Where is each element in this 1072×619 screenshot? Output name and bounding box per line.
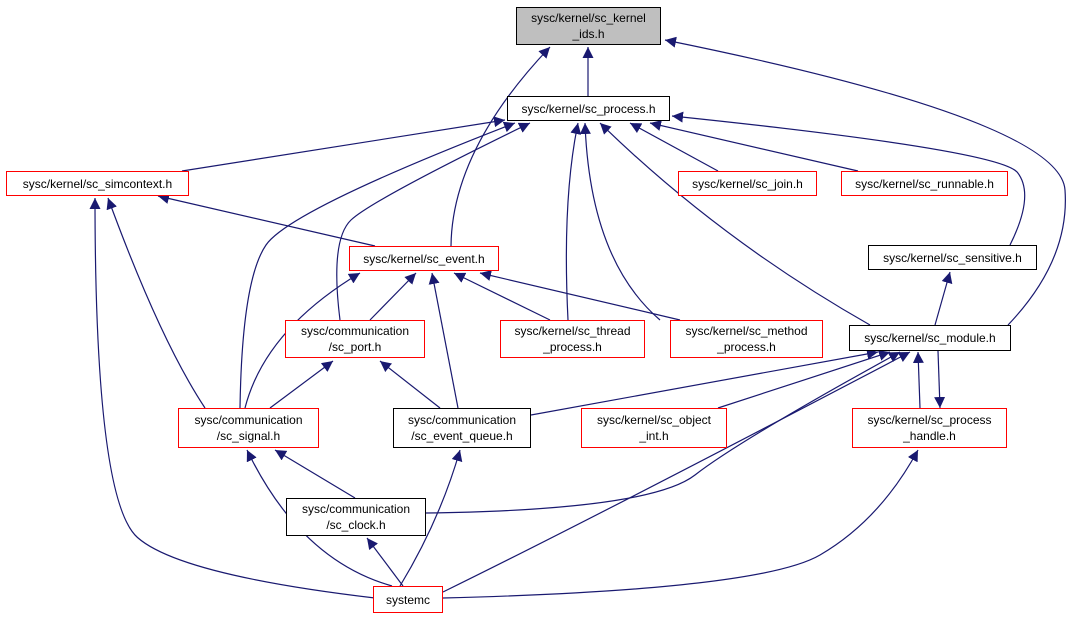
node-systemc[interactable]: systemc [373,586,443,613]
edge-systemc-to-processhandle [442,449,919,599]
edge-processhandle-to-module [912,351,924,409]
edge-clock-to-signal [274,449,356,499]
node-sc-thread-process[interactable]: sysc/kernel/sc_thread _process.h [500,320,645,358]
edge-sensitive-to-process [671,111,1026,246]
edge-join-to-process [629,122,719,172]
edge-runnable-to-process [649,120,859,172]
node-sc-join[interactable]: sysc/kernel/sc_join.h [678,171,817,196]
edge-simcontext-to-process [181,116,506,172]
node-sc-runnable[interactable]: sysc/kernel/sc_runnable.h [841,171,1008,196]
edge-systemc-to-simcontext [89,197,376,599]
edge-systemc-to-module [442,351,911,593]
node-sc-sensitive[interactable]: sysc/kernel/sc_sensitive.h [868,245,1037,270]
edge-module-to-sensitive [934,271,953,326]
node-sc-process[interactable]: sysc/kernel/sc_process.h [507,96,670,121]
edge-signal-to-simcontext [106,197,206,409]
node-sc-method-process[interactable]: sysc/kernel/sc_method _process.h [670,320,823,358]
edge-port-to-process [336,122,531,321]
edge-eventqueue-to-module [530,348,879,416]
edge-signal-to-port [269,360,334,409]
edge-systemc-to-eventqueue [399,449,463,587]
node-sc-module[interactable]: sysc/kernel/sc_module.h [849,325,1011,351]
edge-event-to-simcontext [157,193,376,247]
edge-module-to-processhandle [934,350,946,409]
node-sc-kernel-ids: sysc/kernel/sc_kernel _ids.h [516,7,661,45]
edge-module-to-ids [664,36,1066,326]
node-sc-event[interactable]: sysc/kernel/sc_event.h [349,246,499,271]
edge-method-to-event [479,270,681,321]
edge-clock-to-module [425,351,901,514]
edge-method-to-process [579,122,661,321]
edge-objectint-to-module [717,350,891,409]
node-sc-event-queue[interactable]: sysc/communication /sc_event_queue.h [393,408,531,448]
edge-module-to-process [599,122,871,326]
edge-signal-to-event [244,272,361,409]
node-sc-simcontext[interactable]: sysc/kernel/sc_simcontext.h [6,171,189,196]
node-sc-signal[interactable]: sysc/communication /sc_signal.h [178,408,319,448]
node-sc-port[interactable]: sysc/communication /sc_port.h [285,320,425,358]
edge-signal-to-process [239,121,516,409]
node-sc-process-handle[interactable]: sysc/kernel/sc_process _handle.h [852,408,1007,448]
edge-port-to-event [369,272,417,321]
edge-systemc-to-clock [366,537,404,587]
edge-event-to-ids [450,46,551,247]
edge-thread-to-event [453,272,551,321]
node-sc-clock[interactable]: sysc/communication /sc_clock.h [286,498,426,536]
edge-eventqueue-to-port [379,360,441,409]
edge-eventqueue-to-event [428,272,459,409]
edge-thread-to-process [565,122,582,321]
edge-systemc-to-signal [246,449,393,587]
node-sc-object-int[interactable]: sysc/kernel/sc_object _int.h [581,408,727,448]
